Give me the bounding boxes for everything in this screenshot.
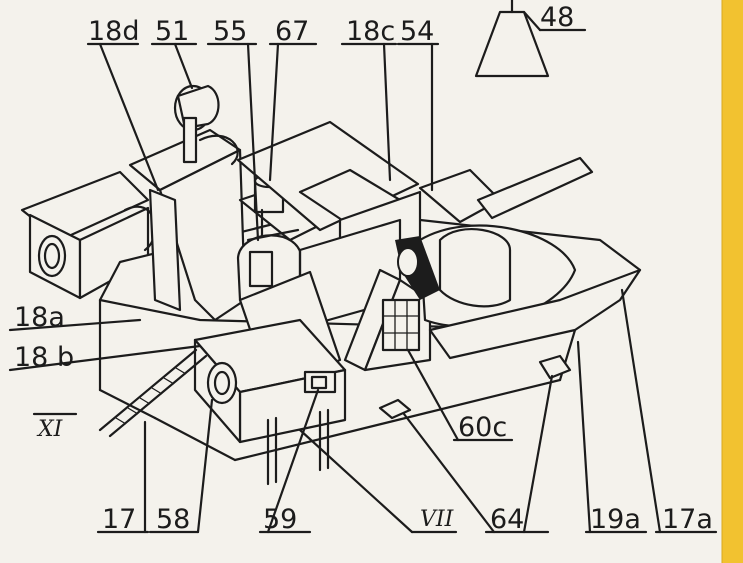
label-17a: 17a — [662, 504, 713, 535]
label-54: 54 — [400, 16, 434, 47]
structure — [20, 84, 642, 486]
label-VII: VII — [420, 507, 455, 532]
label-51: 51 — [155, 16, 189, 47]
label-18d: 18d — [88, 16, 140, 47]
ruler-strip — [721, 0, 743, 563]
labels-left: 18a 18 b XI — [8, 302, 202, 442]
labels-bottom: 17 58 59 VII 64 19a 17a 60c — [96, 288, 718, 535]
label-XI: XI — [36, 417, 64, 442]
label-58: 58 — [156, 504, 190, 535]
label-64: 64 — [490, 504, 524, 535]
label-19a: 19a — [590, 504, 641, 535]
labels-top: 18d 51 55 67 18c 54 48 — [86, 2, 574, 242]
label-55: 55 — [213, 16, 247, 47]
label-17: 17 — [102, 504, 136, 535]
weight-48 — [474, 0, 587, 78]
label-67: 67 — [275, 16, 309, 47]
label-48: 48 — [540, 2, 574, 33]
label-18c: 18c — [346, 16, 395, 47]
label-60c: 60c — [458, 412, 507, 443]
